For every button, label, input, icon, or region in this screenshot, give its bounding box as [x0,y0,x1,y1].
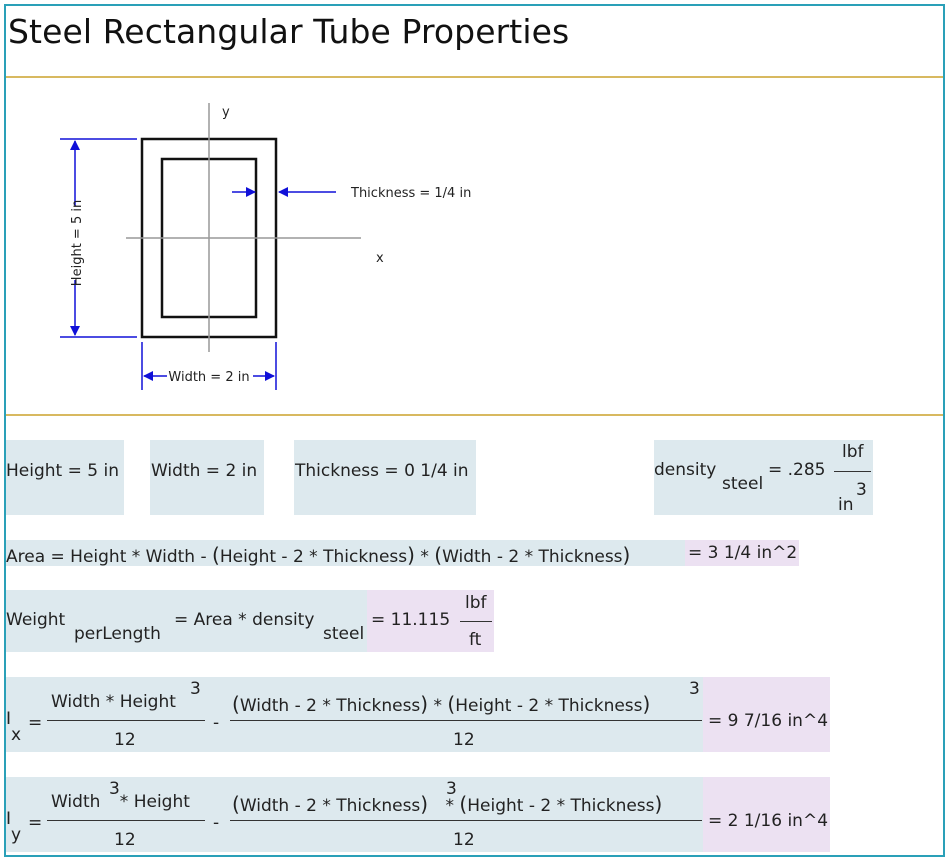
iy-name[interactable]: I [6,809,12,829]
density-unit-exponent: 3 [856,480,867,500]
density-name[interactable]: density [654,460,717,480]
iy-expression-box [6,777,703,852]
iy-fraction2-exponent: 3 [446,779,457,799]
ix-fraction2-denominator: 12 [453,730,475,750]
thickness-input-box [294,440,476,515]
iy-result-box [703,777,830,852]
minus-sign: - [213,713,220,733]
area-result: = 3 1/4 in^2 [688,543,798,563]
area-result-box [685,540,799,566]
weight-result: = 11.115 [371,610,451,630]
fraction-bar [47,720,205,721]
weight-unit-denominator: ft [469,630,482,650]
weight-expression-box [6,590,367,652]
area-expression[interactable]: Area = Height * Width - (Height - 2 * Th… [6,543,631,567]
equals-sign: = [28,713,43,733]
width-dimension-label: Width = 2 in [168,370,249,385]
weight-unit-numerator: lbf [465,593,487,613]
fraction-bar [47,820,205,821]
weight-expression-subscript: steel [323,624,365,644]
divider [6,414,943,416]
fraction-bar [230,720,702,721]
ix-result: = 9 7/16 in^4 [708,711,829,731]
ix-fraction2-exponent: 3 [689,679,700,699]
tube-cross-section-diagram: y x Height = 5 in Width = 2 in Thickness… [60,103,471,390]
density-unit-numerator: lbf [842,442,864,462]
document-frame: Steel Rectangular Tube Properties y x He… [4,4,945,857]
ix-expression-box [6,677,703,752]
fraction-bar [834,471,871,472]
y-axis-label: y [222,105,230,120]
weight-name[interactable]: Weight [6,610,66,630]
ix-fraction1-numerator: Width * Height [51,692,176,712]
iy-fraction1-denominator: 12 [114,830,136,850]
height-input-box [6,440,124,515]
ix-fraction2-numerator: (Width - 2 * Thickness) * (Height - 2 * … [232,692,651,716]
fraction-bar [230,820,702,821]
height-input[interactable]: Height = 5 in [6,461,119,481]
ix-name[interactable]: I [6,709,12,729]
page-title: Steel Rectangular Tube Properties [8,12,570,51]
density-unit-denominator: in [838,495,854,515]
density-subscript: steel [722,474,764,494]
area-expression-box [6,540,685,566]
density-input-box [654,440,873,515]
equals-sign: = [28,813,43,833]
iy-fraction1-numerator: Width * Height [51,792,190,812]
fraction-bar [460,621,492,622]
weight-subscript: perLength [74,624,161,644]
ix-result-box [703,677,830,752]
ix-fraction1-denominator: 12 [114,730,136,750]
minus-sign: - [213,813,220,833]
ix-fraction1-exponent: 3 [190,679,201,699]
height-dimension-label: Height = 5 in [70,200,85,286]
ix-subscript: x [11,725,22,745]
thickness-dimension-label: Thickness = 1/4 in [350,186,471,201]
iy-fraction2-denominator: 12 [453,830,475,850]
iy-fraction2-numerator: (Width - 2 * Thickness) * (Height - 2 * … [232,792,663,816]
divider [6,76,943,78]
width-input[interactable]: Width = 2 in [151,461,258,481]
x-axis-label: x [376,251,384,266]
thickness-input[interactable]: Thickness = 0 1/4 in [295,461,469,481]
density-value[interactable]: = .285 [768,460,826,480]
width-input-box [150,440,264,515]
weight-expression[interactable]: = Area * density [174,610,315,630]
iy-fraction1-exponent: 3 [109,779,120,799]
iy-subscript: y [11,825,22,845]
iy-result: = 2 1/16 in^4 [708,811,829,831]
